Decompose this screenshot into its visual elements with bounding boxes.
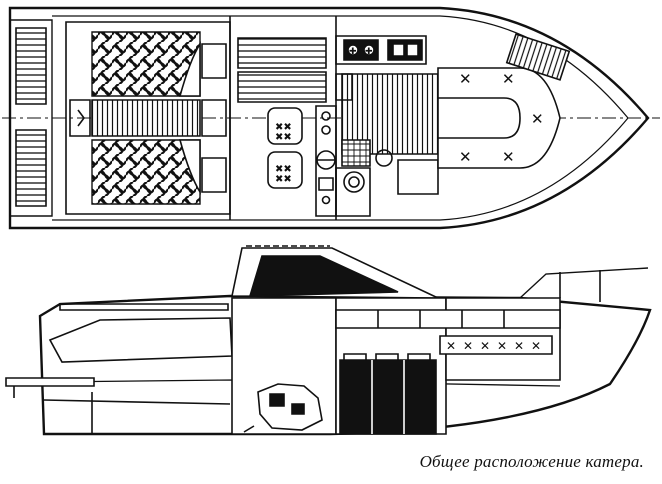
svg-text:✕: ✕ (514, 339, 524, 353)
locker-grid (342, 140, 370, 166)
helm-seat-2: ✖✖ ✖✖ (268, 152, 302, 188)
gauge-3 (323, 197, 330, 204)
engine-hatch-1 (238, 38, 326, 68)
rub-rail (44, 380, 560, 386)
aft-divider-top (202, 100, 226, 136)
settee-wing-top (180, 44, 200, 96)
sink-icon (388, 40, 422, 60)
gauge-1 (322, 112, 330, 120)
svg-text:✕: ✕ (463, 339, 473, 353)
svg-text:✕: ✕ (502, 70, 515, 88)
side-swim-platform (6, 378, 94, 386)
svg-text:✖✖: ✖✖ (275, 132, 292, 143)
galley-cabinet (340, 360, 436, 434)
svg-text:✚: ✚ (349, 47, 357, 57)
svg-text:✖✖: ✖✖ (275, 174, 292, 185)
svg-text:✖✖: ✖✖ (275, 164, 292, 175)
plan-view: ✖✖ ✖✖ ✖✖ ✖✖ ✚ ✚ (2, 8, 660, 228)
settee-wing-bottom (180, 140, 200, 192)
transom-grille-bottom (16, 130, 46, 206)
windshield (250, 256, 398, 296)
seat-x-marker-icon: ✕ ✕ ✕ ✕ ✕ (459, 70, 544, 166)
head-compartment (336, 168, 370, 216)
wardrobe (398, 160, 438, 194)
aft-table (92, 100, 200, 136)
aft-arrow (78, 110, 84, 126)
svg-text:✕: ✕ (480, 339, 490, 353)
svg-text:✕: ✕ (497, 339, 507, 353)
svg-text:✕: ✕ (531, 110, 544, 128)
seat-x-marker-icon: ✕ ✕ ✕ ✕ ✕ ✕ (446, 339, 541, 353)
window-row (336, 310, 560, 328)
saloon-cabinet (336, 74, 352, 100)
toilet-bowl (344, 172, 364, 192)
gauge-2 (322, 126, 330, 134)
round-seat (376, 150, 392, 166)
engine-hatch-2 (238, 72, 326, 102)
aft-step-left (70, 100, 90, 136)
svg-text:✕: ✕ (531, 339, 541, 353)
aft-deck (50, 318, 232, 362)
svg-text:✚: ✚ (365, 47, 373, 57)
throttle (319, 178, 333, 190)
swim-platform (10, 20, 52, 216)
aft-rail (60, 304, 228, 310)
side-seat-bottom (202, 158, 226, 192)
anchor-locker-grille (507, 34, 570, 80)
svg-text:✖✖: ✖✖ (275, 122, 292, 133)
aft-hull-line (44, 400, 230, 404)
bow-rail (520, 268, 648, 298)
aft-settee-top (92, 32, 200, 96)
berth-profile (440, 336, 552, 354)
galley-counter (336, 36, 426, 64)
aft-settee-bottom (92, 140, 200, 204)
svg-text:✕: ✕ (446, 339, 456, 353)
side-elevation: ✕ ✕ ✕ ✕ ✕ ✕ (6, 246, 650, 434)
svg-text:✕: ✕ (502, 148, 515, 166)
berth-cutout (438, 98, 520, 138)
svg-text:✕: ✕ (459, 148, 472, 166)
helm-console (316, 106, 336, 216)
side-seat-top (202, 44, 226, 78)
stove-burner-icon: ✚ ✚ (344, 40, 378, 60)
transom-grille-top (16, 28, 46, 104)
engine (244, 384, 322, 432)
svg-text:✕: ✕ (459, 70, 472, 88)
drawing-caption: Общее расположение катера. (419, 452, 644, 471)
helm-seat-1: ✖✖ ✖✖ (268, 108, 302, 144)
